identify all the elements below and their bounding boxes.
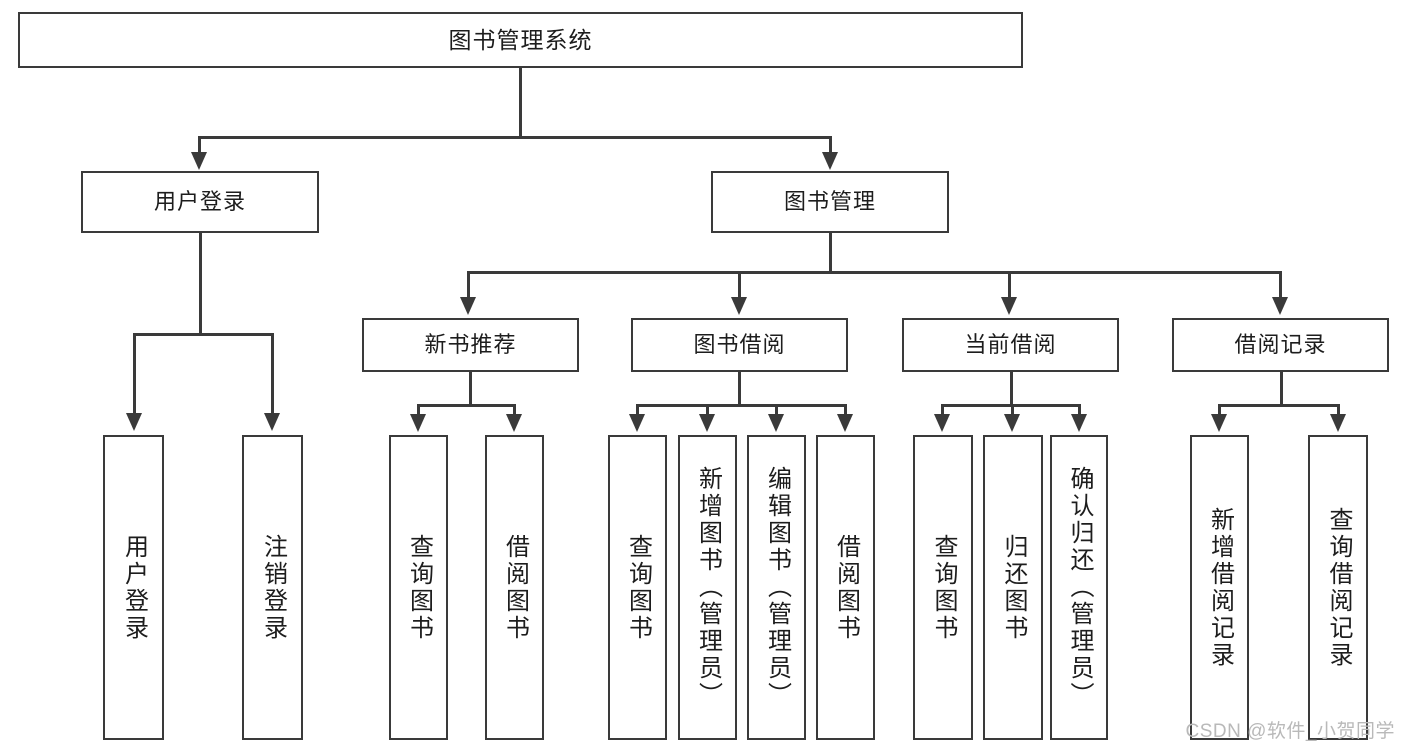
leaf-label: 借阅图书 (501, 533, 529, 642)
connector-root-bus (198, 136, 832, 139)
leaf-label: 编辑图书（管理员） (763, 466, 791, 709)
leaf-query-borrow-record[interactable]: 查询借阅记录 (1308, 435, 1368, 740)
arrow-to-leaf-query-book-1 (410, 414, 426, 432)
leaf-add-book-admin[interactable]: 新增图书（管理员） (678, 435, 737, 740)
leaf-user-login[interactable]: 用户登录 (103, 435, 164, 740)
arrow-to-user-login (191, 152, 207, 170)
connector-user-login-stem (199, 233, 202, 335)
arrow-to-leaf-add-book (699, 414, 715, 432)
connector-current-borrow-drop-1 (941, 404, 944, 416)
leaf-label: 查询图书 (624, 533, 652, 642)
arrow-to-leaf-query-book-3 (934, 414, 950, 432)
connector-book-mgmt-drop-2 (738, 271, 741, 299)
connector-new-book-rec-bus (417, 404, 516, 407)
connector-book-mgmt-stem (829, 233, 832, 273)
arrow-to-leaf-query-record (1330, 414, 1346, 432)
arrow-to-leaf-user-login (126, 413, 142, 431)
leaf-label: 查询借阅记录 (1325, 506, 1352, 669)
arrow-to-current-borrow (1001, 297, 1017, 315)
connector-user-login-drop-2 (271, 333, 274, 415)
leaf-query-book-new-rec[interactable]: 查询图书 (389, 435, 448, 740)
connector-root-drop-left (198, 136, 201, 154)
node-current-borrowing[interactable]: 当前借阅 (902, 318, 1119, 372)
node-label: 用户登录 (153, 189, 246, 215)
node-label: 图书管理系统 (448, 26, 593, 53)
node-book-management-system[interactable]: 图书管理系统 (18, 12, 1023, 68)
arrow-to-leaf-borrow-book-2 (837, 414, 853, 432)
connector-book-borrow-drop-3 (775, 404, 778, 416)
arrow-to-leaf-edit-book (768, 414, 784, 432)
leaf-query-book-current[interactable]: 查询图书 (913, 435, 973, 740)
arrow-to-leaf-borrow-book-1 (506, 414, 522, 432)
node-book-borrowing[interactable]: 图书借阅 (631, 318, 848, 372)
node-borrowing-record[interactable]: 借阅记录 (1172, 318, 1389, 372)
connector-borrow-record-drop-2 (1337, 404, 1340, 416)
connector-new-book-rec-drop-2 (513, 404, 516, 416)
connector-root-stem (519, 68, 522, 138)
leaf-query-book-borrow[interactable]: 查询图书 (608, 435, 667, 740)
leaf-edit-book-admin[interactable]: 编辑图书（管理员） (747, 435, 806, 740)
leaf-add-borrow-record[interactable]: 新增借阅记录 (1190, 435, 1249, 740)
leaf-label: 借阅图书 (832, 533, 860, 642)
leaf-user-logout[interactable]: 注销登录 (242, 435, 303, 740)
leaf-label: 查询图书 (405, 533, 433, 642)
connector-root-drop-right (829, 136, 832, 154)
connector-user-login-bus (133, 333, 273, 336)
leaf-label: 新增图书（管理员） (694, 466, 722, 709)
arrow-to-leaf-confirm-return (1071, 414, 1087, 432)
leaf-borrow-book[interactable]: 借阅图书 (816, 435, 875, 740)
connector-new-book-rec-stem (469, 372, 472, 406)
node-label: 图书借阅 (693, 332, 786, 358)
arrow-to-book-borrow (731, 297, 747, 315)
leaf-label: 用户登录 (120, 533, 148, 642)
connector-book-borrow-drop-1 (636, 404, 639, 416)
connector-current-borrow-drop-2 (1011, 404, 1014, 416)
leaf-label: 查询图书 (930, 533, 957, 642)
node-label: 借阅记录 (1234, 332, 1327, 358)
connector-borrow-record-stem (1280, 372, 1283, 406)
leaf-label: 确认归还（管理员） (1066, 466, 1093, 709)
node-label: 当前借阅 (964, 332, 1057, 358)
connector-book-mgmt-drop-3 (1008, 271, 1011, 299)
connector-book-borrow-drop-2 (706, 404, 709, 416)
arrow-to-borrow-record (1272, 297, 1288, 315)
connector-current-borrow-stem (1010, 372, 1013, 406)
connector-book-borrow-stem (738, 372, 741, 406)
arrow-to-new-book-rec (460, 297, 476, 315)
connector-book-borrow-bus (636, 404, 844, 407)
arrow-to-book-mgmt (822, 152, 838, 170)
leaf-borrow-book-new-rec[interactable]: 借阅图书 (485, 435, 544, 740)
arrow-to-leaf-return-book (1004, 414, 1020, 432)
leaf-return-book[interactable]: 归还图书 (983, 435, 1043, 740)
leaf-label: 注销登录 (259, 533, 287, 642)
leaf-label: 归还图书 (1000, 533, 1027, 642)
connector-current-borrow-drop-3 (1078, 404, 1081, 416)
watermark-text: CSDN @软件_小贺同学 (1185, 721, 1395, 742)
connector-book-borrow-drop-4 (844, 404, 847, 416)
node-label: 新书推荐 (424, 332, 517, 358)
leaf-label: 新增借阅记录 (1206, 506, 1234, 669)
arrow-to-leaf-query-book-2 (629, 414, 645, 432)
arrow-to-leaf-user-logout (264, 413, 280, 431)
connector-new-book-rec-drop-1 (417, 404, 420, 416)
node-label: 图书管理 (783, 189, 876, 215)
connector-book-mgmt-drop-4 (1279, 271, 1282, 299)
connector-user-login-drop-1 (133, 333, 136, 415)
connector-book-mgmt-drop-1 (467, 271, 470, 299)
arrow-to-leaf-add-record (1211, 414, 1227, 432)
leaf-confirm-return-admin[interactable]: 确认归还（管理员） (1050, 435, 1108, 740)
connector-borrow-record-drop-1 (1218, 404, 1221, 416)
node-new-book-recommendation[interactable]: 新书推荐 (362, 318, 579, 372)
node-book-management[interactable]: 图书管理 (711, 171, 949, 233)
node-user-login[interactable]: 用户登录 (81, 171, 319, 233)
connector-book-mgmt-bus (467, 271, 1279, 274)
connector-borrow-record-bus (1218, 404, 1340, 407)
